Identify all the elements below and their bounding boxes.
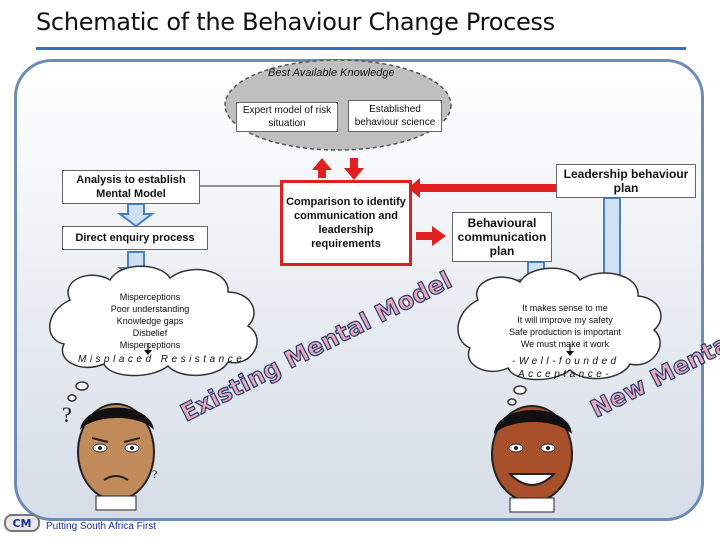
- communication-plan-label: Behavioural communication plan: [457, 216, 547, 258]
- left-cloud-line: Disbelief: [132, 328, 168, 338]
- knowledge-heading: Best Available Knowledge: [268, 67, 395, 79]
- smiling-face-illustration: [491, 405, 573, 513]
- acceptance-label: Acceptance-: [518, 369, 613, 380]
- question-mark-small: ?: [152, 467, 157, 481]
- expert-model-box: Expert model of risk situation: [236, 102, 338, 132]
- well-founded-label: -Well-founded: [512, 356, 620, 367]
- worried-face-illustration: [77, 403, 155, 511]
- company-logo: CM: [4, 514, 40, 532]
- blue-arrow-analysis-to-enquiry: [117, 203, 155, 228]
- comparison-label: Comparison to identify communication and…: [286, 196, 406, 250]
- right-cloud-line: It makes sense to me: [522, 303, 608, 313]
- analysis-box: Analysis to establish Mental Model: [62, 170, 200, 204]
- leadership-plan-label: Leadership behaviour plan: [563, 167, 689, 195]
- right-cloud-text: It makes sense to me It will improve my …: [490, 302, 640, 350]
- red-arrow-right: [416, 226, 446, 246]
- red-arrow-up-left: [312, 158, 332, 178]
- expert-model-label: Expert model of risk situation: [242, 105, 332, 129]
- title-underline: [36, 47, 686, 50]
- question-mark-large: ?: [62, 402, 72, 427]
- left-cloud-line: Misperceptions: [119, 340, 181, 350]
- red-arrow-leadership: [408, 178, 556, 198]
- misplaced-resistance-label: Misplaced Resistance-: [78, 354, 253, 365]
- left-cloud-line: Poor understanding: [110, 304, 190, 314]
- left-cloud-line: Knowledge gaps: [116, 316, 184, 326]
- page-title: Schematic of the Behaviour Change Proces…: [36, 8, 555, 36]
- footer-tagline: Putting South Africa First: [46, 521, 157, 532]
- left-cloud-down-arrow: [144, 343, 152, 355]
- analysis-label: Analysis to establish Mental Model: [76, 174, 186, 200]
- left-cloud-line: Misperceptions: [119, 292, 181, 302]
- enquiry-label: Direct enquiry process: [75, 232, 195, 244]
- left-cloud-text: Misperceptions Poor understanding Knowle…: [90, 291, 210, 351]
- communication-plan-box: Behavioural communication plan: [452, 212, 552, 262]
- leadership-plan-box: Leadership behaviour plan: [556, 164, 696, 198]
- behaviour-science-label: Established behaviour science: [354, 104, 436, 128]
- red-arrow-down-right: [344, 158, 364, 180]
- right-thought-cloud: [457, 267, 662, 406]
- enquiry-box: Direct enquiry process: [62, 226, 208, 250]
- left-thought-cloud: [48, 265, 258, 402]
- company-logo-text: CM: [12, 516, 32, 530]
- right-cloud-line: We must make it work: [520, 339, 610, 349]
- right-cloud-line: Safe production is important: [508, 327, 622, 337]
- behaviour-science-box: Established behaviour science: [348, 100, 442, 132]
- right-cloud-down-arrow: [566, 344, 574, 356]
- comparison-box: Comparison to identify communication and…: [280, 180, 412, 266]
- right-cloud-line: It will improve my safety: [517, 315, 613, 325]
